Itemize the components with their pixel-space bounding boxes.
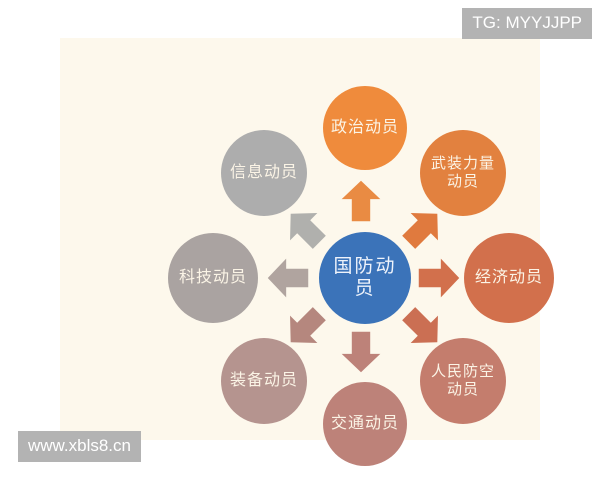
node-transport-label: 交通动员	[331, 414, 400, 432]
node-air-defense-mobilization[interactable]: 人民防空动员	[420, 338, 506, 424]
node-armed-label: 武装力量动员	[430, 155, 495, 190]
watermark-bottom: www.xbls8.cn	[18, 431, 141, 462]
node-transport-mobilization[interactable]: 交通动员	[323, 382, 407, 466]
node-technology-mobilization[interactable]: 科技动员	[168, 233, 258, 323]
node-political-label: 政治动员	[331, 118, 400, 136]
node-equipment-mobilization[interactable]: 装备动员	[221, 338, 307, 424]
node-technology-label: 科技动员	[178, 268, 247, 286]
node-armed-forces-mobilization[interactable]: 武装力量动员	[420, 130, 506, 216]
node-airdefense-label: 人民防空动员	[430, 363, 495, 398]
node-information-label: 信息动员	[229, 163, 298, 181]
node-center-label: 国防动员	[333, 255, 397, 299]
arrow-up-right-icon	[400, 205, 446, 251]
node-political-mobilization[interactable]: 政治动员	[323, 86, 407, 170]
arrow-down-left-icon	[282, 305, 328, 351]
arrow-left-icon	[265, 255, 311, 301]
node-center-national-defense-mobilization[interactable]: 国防动员	[319, 232, 411, 324]
node-economic-mobilization[interactable]: 经济动员	[464, 233, 554, 323]
diagram-canvas: 政治动员 武装力量动员 经济动员 人民防空动员 交通动员 装备动员 科技动员 信…	[60, 38, 554, 466]
arrow-down-icon	[338, 329, 384, 375]
arrow-up-left-icon	[282, 205, 328, 251]
arrow-down-right-icon	[400, 305, 446, 351]
arrow-right-icon	[416, 255, 462, 301]
watermark-top: TG: MYYJJPP	[462, 8, 592, 39]
node-information-mobilization[interactable]: 信息动员	[221, 130, 307, 216]
node-economic-label: 经济动员	[474, 268, 543, 286]
arrow-up-icon	[338, 178, 384, 224]
node-equipment-label: 装备动员	[229, 371, 298, 389]
